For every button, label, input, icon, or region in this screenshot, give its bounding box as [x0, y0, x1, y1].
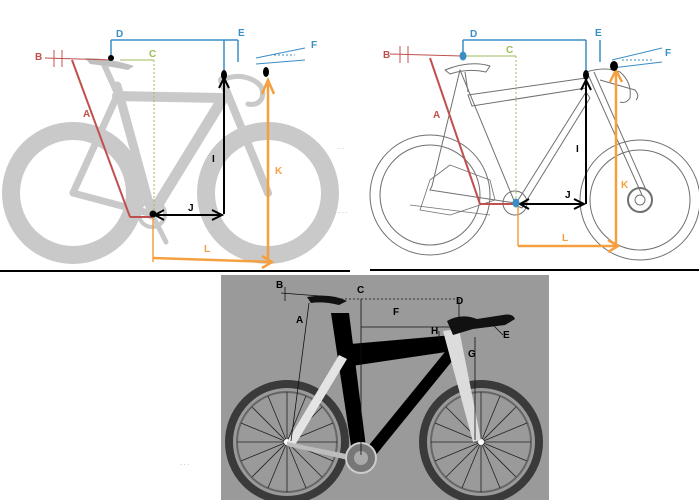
road-saddle	[85, 58, 134, 70]
road-rear-wheel	[2, 122, 144, 264]
road-label-b: B	[35, 52, 42, 63]
tt-label-b: B	[276, 280, 283, 291]
tt-frame	[287, 295, 515, 474]
road-label-k: K	[275, 166, 283, 177]
road-label-e: E	[238, 28, 245, 39]
mtb-front-wheel	[579, 139, 699, 261]
mtb-label-l: L	[562, 233, 568, 244]
road-label-f: F	[311, 40, 317, 51]
road-line-d	[110, 39, 306, 74]
mtb-bike-outline	[369, 63, 699, 261]
tt-dimension-lines	[280, 287, 504, 455]
tt-label-f: F	[393, 307, 399, 318]
tt-label-a: A	[296, 315, 303, 326]
road-bike-geometry-diagram: B A C D E F I J K L	[0, 28, 350, 272]
tt-label-e: E	[503, 330, 510, 341]
tt-label-h: H	[431, 326, 438, 337]
mtb-line-k-l	[517, 67, 624, 254]
road-line-k-l	[152, 76, 276, 270]
tt-label-g: G	[468, 349, 476, 360]
mtb-rear-wheel	[369, 134, 491, 256]
scan-artifact: - -	[338, 146, 344, 152]
mtb-label-i: I	[576, 144, 579, 155]
mtb-label-d: D	[470, 29, 477, 40]
mtb-label-k: K	[621, 180, 629, 191]
mtb-label-j: J	[565, 190, 571, 201]
tt-front-wheel	[419, 380, 543, 500]
road-label-i: I	[212, 154, 215, 165]
scan-artifact: - - -	[180, 462, 190, 468]
mtb-line-i-j	[517, 77, 592, 210]
road-label-j: J	[188, 203, 194, 214]
road-label-a: A	[83, 109, 90, 120]
mountain-bike-geometry-diagram: B A C D E F I J K L	[369, 28, 699, 271]
road-line-a	[44, 50, 152, 218]
mtb-line-a	[389, 46, 515, 205]
mtb-label-a: A	[433, 110, 440, 121]
mtb-label-e: E	[595, 28, 602, 39]
mtb-line-c	[463, 55, 517, 202]
tt-rear-wheel	[225, 380, 349, 500]
tt-label-c: C	[357, 285, 364, 296]
road-label-c: C	[149, 49, 156, 60]
scan-artifact: - - -	[338, 210, 348, 216]
mtb-label-c: C	[506, 45, 513, 56]
mtb-label-b: B	[383, 50, 390, 61]
road-label-l: L	[204, 244, 210, 255]
tt-bike-geometry-diagram: B C D A F H E G	[221, 275, 549, 500]
tt-wheels	[225, 380, 543, 500]
road-bike-silhouette	[2, 59, 339, 264]
road-label-d: D	[116, 29, 123, 40]
tt-label-d: D	[456, 296, 463, 307]
road-line-c	[120, 59, 155, 210]
mtb-label-f: F	[665, 48, 671, 59]
